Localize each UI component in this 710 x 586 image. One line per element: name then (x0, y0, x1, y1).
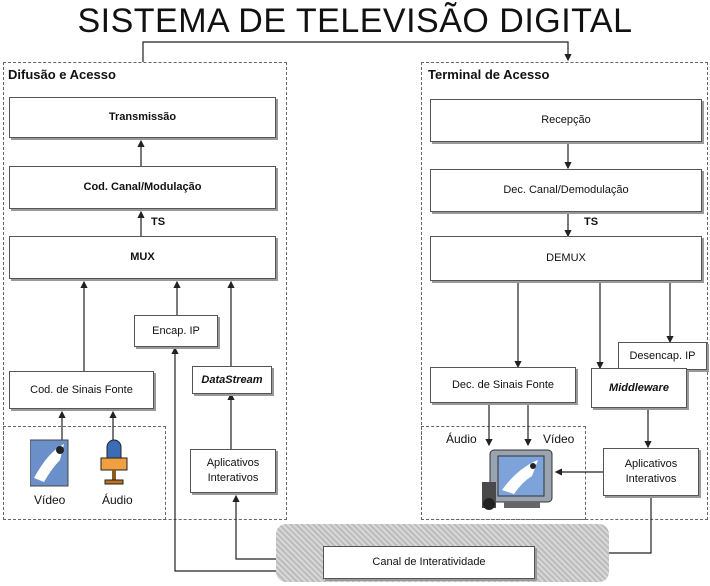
mux-box: MUX (9, 236, 276, 279)
demux-box: DEMUX (430, 236, 702, 281)
cod-canal-box: Cod. Canal/Modulação (9, 166, 276, 209)
canal-interatividade-box: Canal de Interatividade (323, 546, 535, 579)
middleware-box: Middleware (591, 368, 687, 408)
transmissao-box: Transmissão (9, 97, 276, 138)
cod-sinais-box: Cod. de Sinais Fonte (9, 371, 154, 409)
ts-label-right: TS (584, 216, 599, 228)
media-subsection (3, 426, 166, 520)
tv-subsection (421, 426, 586, 520)
audio-label-left: Áudio (102, 493, 133, 507)
dec-sinais-box: Dec. de Sinais Fonte (430, 367, 576, 403)
ts-label-left: TS (151, 216, 166, 228)
audio-label-right: Áudio (446, 432, 477, 446)
recepcao-box: Recepção (430, 99, 702, 142)
video-icon (30, 439, 69, 487)
dec-canal-box: Dec. Canal/Demodulação (430, 169, 702, 212)
microphone-icon (100, 439, 128, 485)
desencap-ip-box: Desencap. IP (618, 342, 707, 370)
television-icon (482, 449, 553, 510)
datastream-box: DataStream (192, 366, 272, 394)
video-label-right: Vídeo (543, 432, 575, 446)
video-label-left: Vídeo (34, 493, 66, 507)
terminal-label: Terminal de Acesso (428, 67, 550, 82)
difusao-label: Difusão e Acesso (8, 67, 116, 82)
diagram-title: SISTEMA DE TELEVISÃO DIGITAL (77, 2, 633, 40)
encap-ip-box: Encap. IP (134, 315, 218, 347)
